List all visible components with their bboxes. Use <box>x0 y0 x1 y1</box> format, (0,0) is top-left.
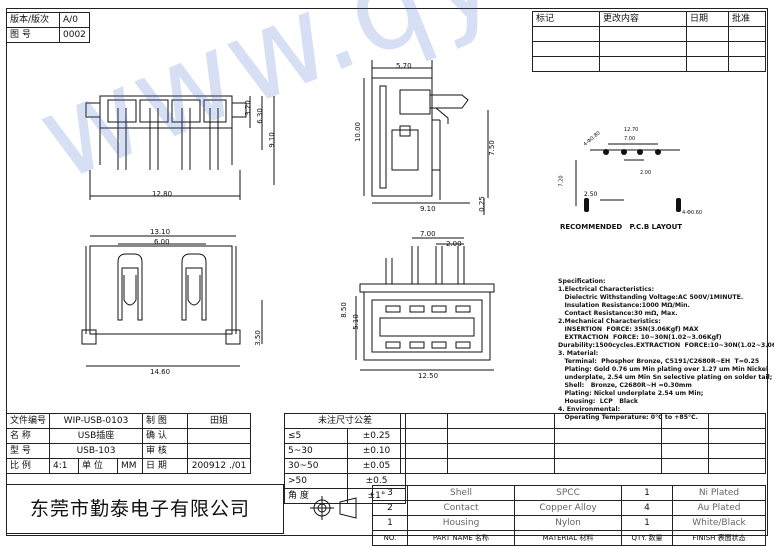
tb-date-value: 200912 ./01 <box>187 458 252 474</box>
dim-8-50: 8.50 <box>339 302 348 318</box>
bom-qty: 1 <box>621 515 673 531</box>
tolerance-table: 未注尺寸公差 ≤5±0.25 5~30±0.10 30~50±0.05 >50±… <box>284 413 406 504</box>
dim-9-10-a: 9.10 <box>267 132 276 148</box>
tb-review-label: 审 核 <box>142 443 189 459</box>
bom-part: Shell <box>407 485 515 501</box>
tb-scale-label: 比 例 <box>5 458 51 474</box>
dim-7-50: 7.50 <box>487 140 496 156</box>
tb-unit-value: MM <box>117 458 144 474</box>
tol-value: ±0.05 <box>347 458 406 474</box>
dim-14-60: 14.60 <box>150 368 171 376</box>
pcb-dim-2-00: 2.00 <box>640 170 652 176</box>
bom-header-part: PART NAME 名称 <box>407 530 515 546</box>
dim-5-10: 5.10 <box>351 314 360 330</box>
tb-confirm-value <box>187 428 252 444</box>
tb-review-value <box>187 443 252 459</box>
tol-range: ≤5 <box>284 428 348 444</box>
drawing-no-label: 图 号 <box>6 27 60 43</box>
bom-finish: Au Plated <box>672 500 766 516</box>
tol-range: >50 <box>284 473 348 489</box>
pcb-dim-holes-b: 4-Φ0.60 <box>682 210 703 216</box>
tb-drawn-label: 制 图 <box>142 413 189 429</box>
dim-12-80: 12.80 <box>152 190 173 198</box>
bom-header-qty: QTY. 数量 <box>621 530 673 546</box>
dim-0-25: 0.25 <box>477 196 486 212</box>
tol-title: 未注尺寸公差 <box>284 413 406 429</box>
blank-grid <box>400 413 766 474</box>
tb-file-no-label: 文件编号 <box>5 413 51 429</box>
tb-unit-label: 单 位 <box>78 458 119 474</box>
dim-10-00: 10.00 <box>354 121 363 143</box>
title-block: 文件编号 WIP-USB-0103 制 图 田姐 名 称 USB插座 确 认 型… <box>5 413 252 474</box>
bom-part: Contact <box>407 500 515 516</box>
version-table: 版本/版次 A/0 图 号 0002 <box>6 12 90 43</box>
tb-date-label: 日 期 <box>142 458 189 474</box>
tol-value: ±0.25 <box>347 428 406 444</box>
bom-no: 2 <box>372 500 408 516</box>
dim-5-70: 5.70 <box>396 62 412 70</box>
bom-material: SPCC <box>514 485 622 501</box>
svg-text:2.50: 2.50 <box>584 191 598 198</box>
tol-range: 30~50 <box>284 458 348 474</box>
dim-3-20: 3.20 <box>243 100 252 116</box>
technical-drawing: 2.50 <box>81 60 681 371</box>
dim-7-00: 7.00 <box>420 230 436 238</box>
specification-text: Specification: 1.Electrical Characterist… <box>558 278 774 421</box>
dim-12-50: 12.50 <box>418 372 439 380</box>
tol-range: 5~30 <box>284 443 348 459</box>
dim-6-00: 6.00 <box>154 238 170 246</box>
bom-table: 3 Shell SPCC 1 Ni Plated 2 Contact Coppe… <box>372 485 766 546</box>
tb-scale-value: 4:1 <box>49 458 80 474</box>
tol-value: ±0.10 <box>347 443 406 459</box>
bom-no: 1 <box>372 515 408 531</box>
dim-6-30: 6.30 <box>255 108 264 124</box>
bom-material: Copper Alloy <box>514 500 622 516</box>
tb-drawn-value: 田姐 <box>187 413 252 429</box>
bom-header-no: NO. <box>372 530 408 546</box>
tb-name-label: 名 称 <box>5 428 51 444</box>
tb-file-no-value: WIP-USB-0103 <box>49 413 144 429</box>
bom-qty: 4 <box>621 500 673 516</box>
bom-qty: 1 <box>621 485 673 501</box>
drawing-no-value: 0002 <box>59 27 90 43</box>
tb-model-value: USB-103 <box>49 443 144 459</box>
pcb-dim-12-70: 12.70 <box>624 127 639 133</box>
bom-finish: Ni Plated <box>672 485 766 501</box>
bom-no: 3 <box>372 485 408 501</box>
tb-name-value: USB插座 <box>49 428 144 444</box>
pcb-caption: RECOMMENDED P.C.B LAYOUT <box>560 223 683 231</box>
bom-finish: White/Black <box>672 515 766 531</box>
company-box <box>6 484 284 534</box>
bom-part: Housing <box>407 515 515 531</box>
bom-header-material: MATERIAL 材料 <box>514 530 622 546</box>
dim-3-50: 3.50 <box>253 330 262 346</box>
tb-model-label: 型 号 <box>5 443 51 459</box>
projection-symbol-icon <box>310 496 357 520</box>
pcb-dim-7-20: 7.20 <box>558 175 565 187</box>
bom-header-finish: FINISH 表面状态 <box>672 530 766 546</box>
bom-material: Nylon <box>514 515 622 531</box>
dim-13-10: 13.10 <box>150 228 171 236</box>
tb-confirm-label: 确 认 <box>142 428 189 444</box>
dim-2-00: 2.00 <box>446 240 462 248</box>
company-name: 东莞市勤泰电子有限公司 <box>30 498 251 520</box>
dim-9-10-b: 9.10 <box>420 205 436 213</box>
pcb-dim-7-00: 7.00 <box>624 136 636 142</box>
revision-table: 标记 更改内容 日期 批准 <box>532 11 766 72</box>
